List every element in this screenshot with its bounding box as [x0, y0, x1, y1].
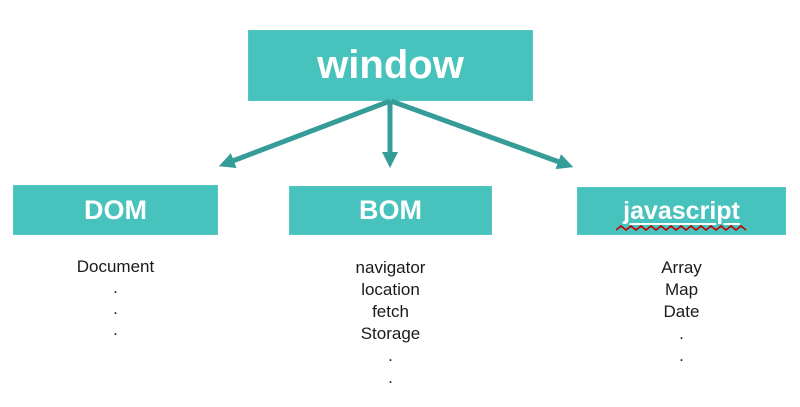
node-bom-label: BOM	[359, 195, 422, 225]
list-item: fetch	[372, 302, 409, 321]
list-item: .	[113, 299, 118, 318]
list-item: navigator	[355, 258, 426, 277]
dom-item-list: Document . . .	[13, 256, 218, 340]
list-item: Storage	[360, 324, 421, 343]
list-item: .	[388, 368, 393, 387]
node-javascript: javascript	[577, 187, 786, 235]
list-item: Array	[661, 258, 702, 277]
node-dom-label: DOM	[84, 194, 147, 225]
node-bom: BOM	[289, 186, 492, 235]
node-window: window	[248, 30, 533, 101]
bom-item-list: navigator location fetch Storage . .	[289, 257, 492, 389]
list-item: .	[679, 346, 684, 365]
arrow-to-javascript	[390, 98, 574, 170]
list-item: .	[113, 278, 118, 297]
list-item: Map	[664, 280, 699, 299]
list-item: Date	[663, 302, 700, 321]
list-item: Document	[76, 257, 155, 276]
list-item: .	[113, 320, 118, 339]
list-item: .	[388, 346, 393, 365]
node-dom: DOM	[13, 185, 218, 235]
node-javascript-label: javascript	[623, 196, 740, 225]
list-item: .	[679, 324, 684, 343]
list-item: location	[361, 280, 420, 299]
spellcheck-squiggle	[615, 225, 746, 232]
javascript-item-list: Array Map Date . .	[577, 257, 786, 367]
arrow-to-dom	[218, 98, 391, 169]
node-window-label: window	[317, 43, 464, 87]
